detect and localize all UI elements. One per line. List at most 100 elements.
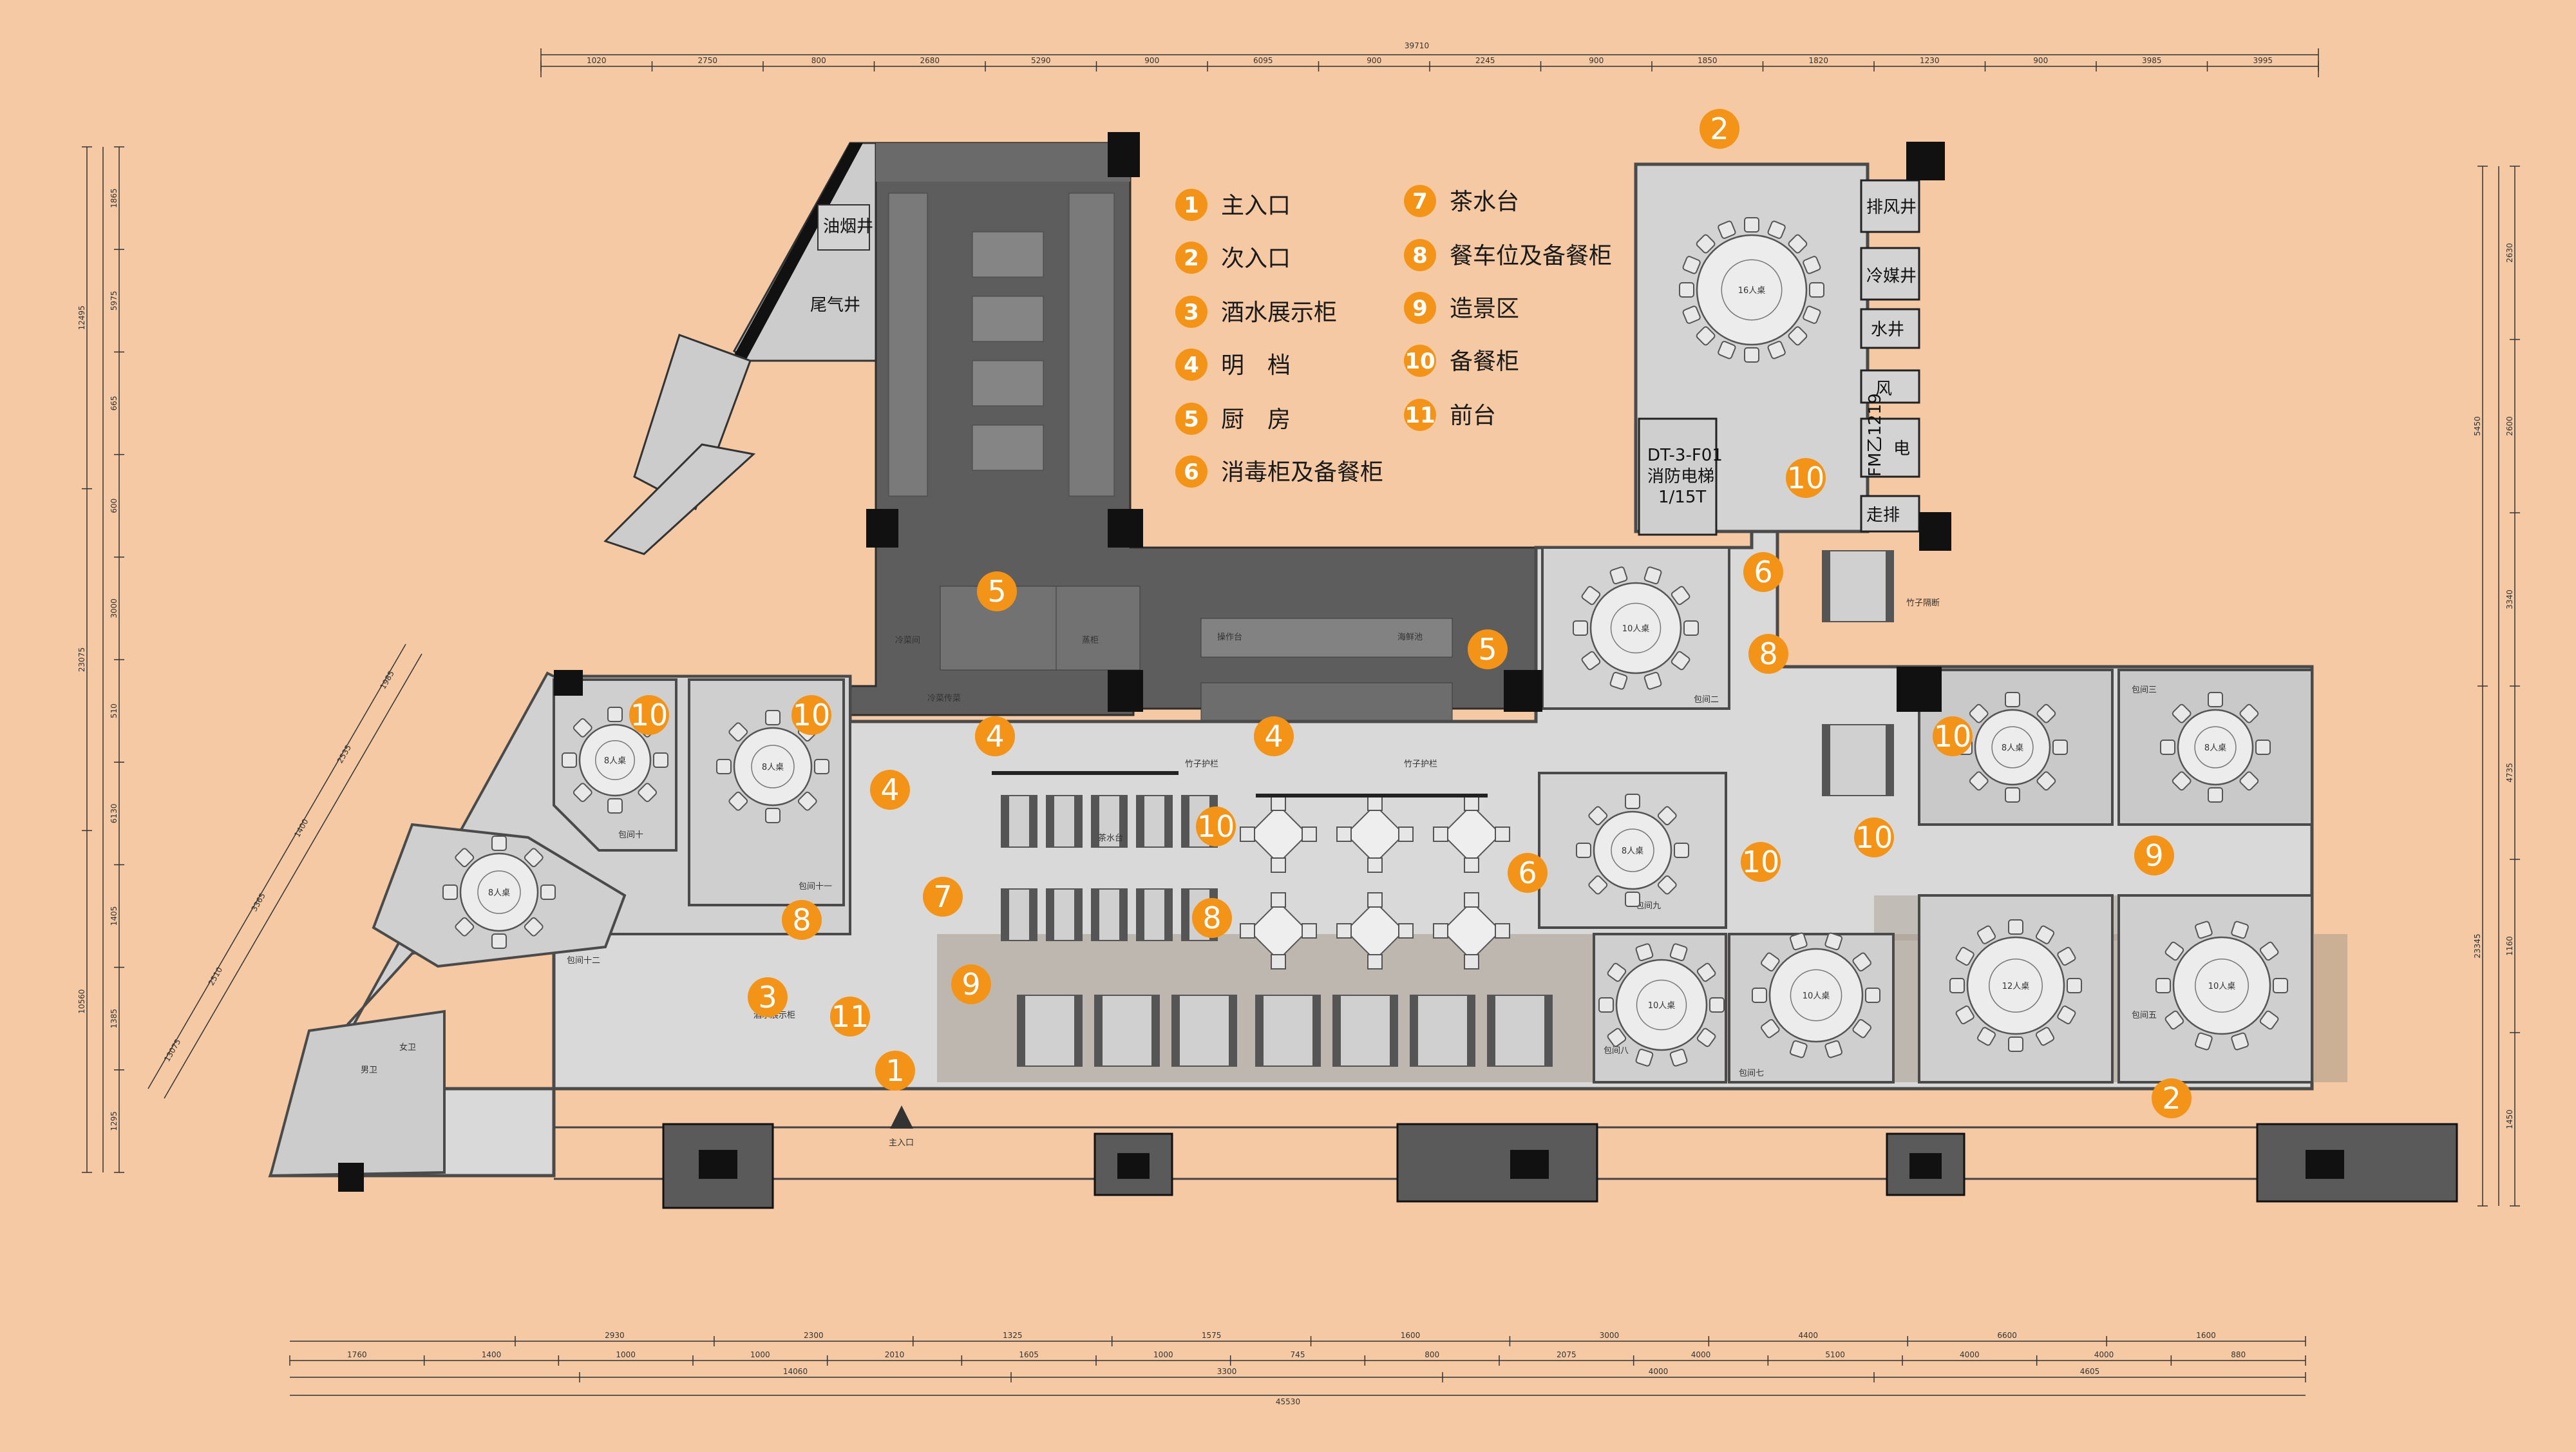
dimension-label: 900: [1367, 56, 1381, 65]
table-top: [1966, 936, 2065, 1035]
bamboo-screen-label: 竹子隔断: [1906, 598, 1940, 608]
marker-number: 9: [2145, 838, 2163, 873]
booth-seat: [1488, 995, 1495, 1066]
dimension-label: 1400: [482, 1350, 502, 1359]
dimension-label: 900: [1589, 56, 1604, 65]
dimension-label: 4000: [1691, 1350, 1711, 1359]
marker-number: 9: [961, 967, 980, 1002]
dimension-label: 2680: [920, 56, 940, 65]
shaft-wing: 油烟井 尾气井: [603, 142, 877, 555]
chair: [1271, 796, 1286, 811]
dimension-label: 1160: [2505, 936, 2514, 956]
facade-pier-core: [1117, 1153, 1150, 1179]
chair: [1969, 703, 1989, 723]
marker-badge: [1700, 109, 1739, 149]
chair: [1809, 282, 1824, 298]
legend-number: 10: [1405, 349, 1435, 374]
chair: [1635, 943, 1654, 962]
chair: [638, 783, 658, 803]
booth: [1136, 888, 1173, 941]
chair: [1696, 962, 1716, 982]
dimension-label: 10560: [77, 989, 86, 1014]
dimension-label: 1450: [2505, 1109, 2514, 1129]
chair: [2164, 941, 2184, 961]
kitchen-top-counter: [876, 143, 1130, 182]
dimension-label: 880: [2231, 1350, 2246, 1359]
dimension-label: 1405: [109, 906, 118, 926]
oil-shaft-label: 油烟井: [823, 217, 873, 236]
chair: [1398, 923, 1414, 939]
plan-marker-8: 4: [975, 716, 1015, 756]
booth-seat: [1029, 889, 1037, 941]
cold-prep-label: 冷菜传菜: [927, 694, 961, 703]
chair: [2239, 703, 2259, 723]
booth-seat: [1001, 889, 1009, 941]
chair: [2008, 919, 2023, 935]
lazy-susan: [1611, 828, 1654, 872]
structural-column: [1108, 132, 1140, 177]
wc-women-label: 女卫: [399, 1042, 416, 1053]
chair: [1271, 892, 1286, 908]
chair: [2008, 1036, 2023, 1052]
plan-marker-10: 10: [1933, 716, 1973, 756]
dimension-label: 1600: [2196, 1331, 2216, 1340]
booth-seat: [1544, 995, 1552, 1066]
legend-label: 酒水展示柜: [1221, 300, 1337, 326]
dimension-label: 23345: [2473, 933, 2482, 958]
booth-seat: [1046, 796, 1054, 847]
structural-column: [1108, 670, 1143, 712]
chair: [1852, 1018, 1871, 1038]
table-label: 8人桌: [2002, 743, 2023, 753]
marker-number: 10: [793, 698, 831, 732]
table-top: [733, 727, 813, 807]
booth-seat: [1886, 551, 1893, 622]
booth: [1046, 795, 1083, 848]
legend-label: 茶水台: [1450, 189, 1519, 215]
chair: [1495, 826, 1510, 842]
legend-label: 前台: [1450, 403, 1496, 429]
four-seat-table: [1240, 892, 1317, 970]
table-label: 8人桌: [488, 888, 510, 898]
chair: [1682, 256, 1701, 274]
plan-marker-2: 2: [2152, 1078, 2192, 1118]
display-counter: [1200, 682, 1453, 722]
round-table: 8人桌: [1576, 794, 1689, 907]
round-table: 8人桌: [716, 710, 829, 823]
plan-marker-9: 9: [2134, 836, 2174, 875]
seafood-label: 海鲜池: [1397, 633, 1423, 642]
table-label: 10人桌: [1803, 991, 1830, 1001]
round-table: 8人桌: [2160, 692, 2271, 803]
table-label: 8人桌: [604, 756, 626, 766]
dimension-label: 745: [1291, 1350, 1305, 1359]
plan-marker-8: 8: [1192, 898, 1232, 938]
legend-label: 造景区: [1450, 296, 1519, 322]
lazy-susan: [477, 870, 521, 914]
dimension-label: 900: [2033, 56, 2048, 65]
marker-badge: [1741, 842, 1781, 882]
operation-counter: [1200, 618, 1453, 658]
lazy-susan: [1790, 969, 1842, 1022]
chair: [1696, 326, 1716, 346]
chair: [728, 722, 748, 742]
dimension-label: 12495: [77, 305, 86, 330]
chair: [1696, 1027, 1716, 1047]
pvt-8-label: 包间八: [1604, 1046, 1629, 1056]
booth-seat: [1137, 796, 1144, 847]
chair: [2052, 740, 2068, 755]
chair: [607, 798, 623, 814]
chair: [1669, 943, 1688, 962]
chair: [2231, 921, 2249, 939]
dim-top-total: 39710: [1405, 41, 1429, 50]
dimension-ticks: [82, 61, 2520, 1382]
booth: [1091, 795, 1128, 848]
dimension-label: 2630: [2505, 243, 2514, 263]
marker-number: 4: [880, 772, 899, 807]
table-top: [1345, 901, 1405, 961]
booth-seat: [1390, 995, 1397, 1066]
plan-marker-10: 10: [1854, 817, 1894, 857]
table-top: [1768, 948, 1864, 1043]
